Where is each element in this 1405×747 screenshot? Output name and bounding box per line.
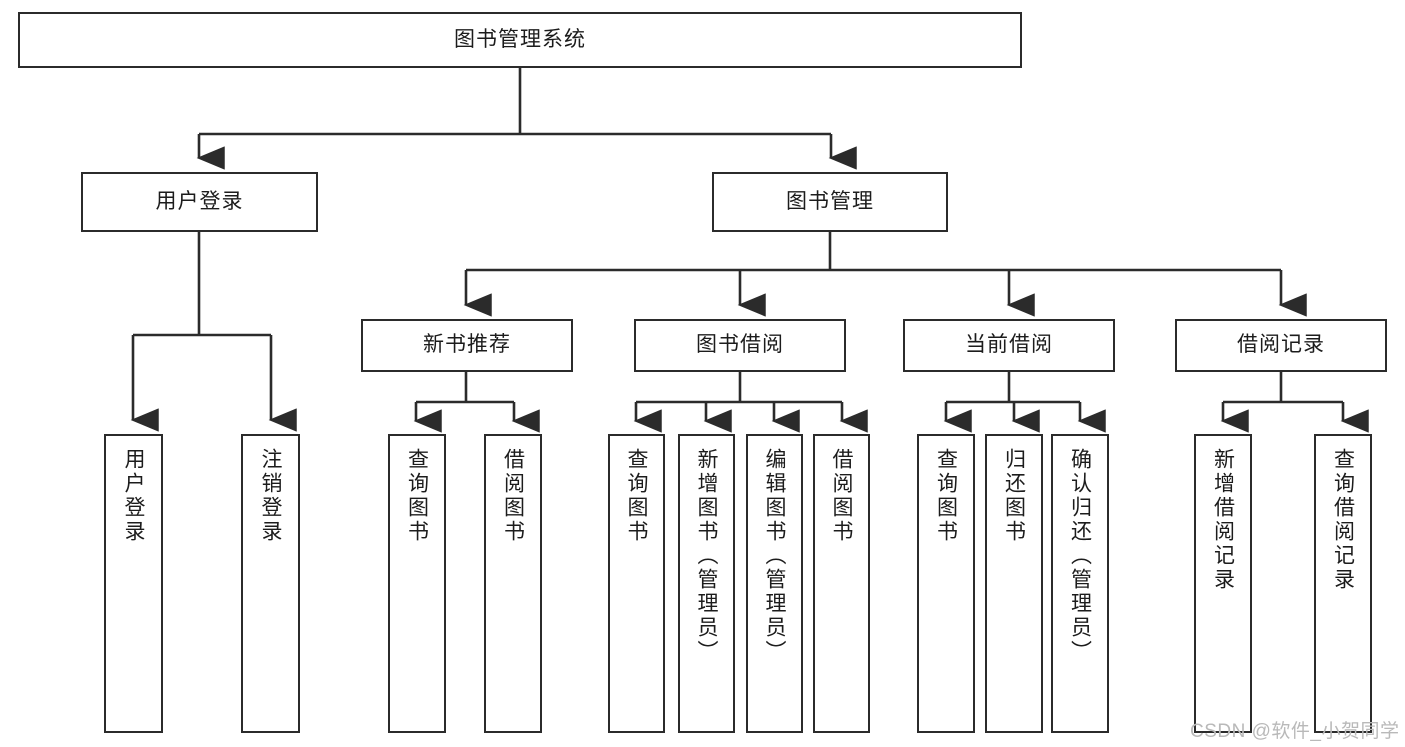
node-label: 借阅记录 <box>1237 333 1325 357</box>
node-label: 图书借阅 <box>696 333 784 357</box>
node-label: 借阅图书 <box>830 448 853 544</box>
leaf-confirm-return-admin[interactable]: 确认归还（管理员） <box>1051 434 1109 733</box>
leaf-query-borrow-record[interactable]: 查询借阅记录 <box>1314 434 1372 733</box>
node-label: 图书管理 <box>786 189 874 213</box>
leaf-query-book-current[interactable]: 查询图书 <box>917 434 975 733</box>
node-book-management-system[interactable]: 图书管理系统 <box>18 12 1022 68</box>
leaf-return-book[interactable]: 归还图书 <box>985 434 1043 733</box>
node-label: 确认归还（管理员） <box>1068 448 1092 664</box>
leaf-logout-login[interactable]: 注销登录 <box>241 434 300 733</box>
node-borrow-record[interactable]: 借阅记录 <box>1175 319 1387 372</box>
node-label: 编辑图书（管理员） <box>763 448 786 664</box>
leaf-add-borrow-record[interactable]: 新增借阅记录 <box>1194 434 1252 733</box>
leaf-edit-book-admin[interactable]: 编辑图书（管理员） <box>746 434 803 733</box>
leaf-borrow-book-borrow[interactable]: 借阅图书 <box>813 434 870 733</box>
leaf-query-book-recommend[interactable]: 查询图书 <box>388 434 446 733</box>
node-label: 图书管理系统 <box>454 27 586 51</box>
node-label: 查询图书 <box>405 448 429 544</box>
node-label: 注销登录 <box>259 448 282 544</box>
node-label: 归还图书 <box>1002 448 1026 544</box>
node-label: 当前借阅 <box>965 333 1053 357</box>
node-book-management[interactable]: 图书管理 <box>712 172 948 232</box>
node-label: 新书推荐 <box>423 333 511 357</box>
node-label: 查询图书 <box>625 448 648 544</box>
leaf-add-book-admin[interactable]: 新增图书（管理员） <box>678 434 735 733</box>
csdn-watermark: CSDN @软件_小贺同学 <box>1190 721 1400 742</box>
node-current-borrow[interactable]: 当前借阅 <box>903 319 1115 372</box>
node-label: 查询借阅记录 <box>1331 448 1355 592</box>
leaf-borrow-book-recommend[interactable]: 借阅图书 <box>484 434 542 733</box>
node-label: 用户登录 <box>155 189 244 213</box>
node-label: 新增图书（管理员） <box>695 448 718 664</box>
node-label: 新增借阅记录 <box>1211 448 1235 592</box>
leaf-query-book-borrow[interactable]: 查询图书 <box>608 434 665 733</box>
node-new-book-recommend[interactable]: 新书推荐 <box>361 319 573 372</box>
node-label: 查询图书 <box>934 448 958 544</box>
node-user-login[interactable]: 用户登录 <box>81 172 318 232</box>
node-label: 用户登录 <box>122 448 145 544</box>
leaf-user-login[interactable]: 用户登录 <box>104 434 163 733</box>
node-book-borrow[interactable]: 图书借阅 <box>634 319 846 372</box>
node-label: 借阅图书 <box>501 448 525 544</box>
